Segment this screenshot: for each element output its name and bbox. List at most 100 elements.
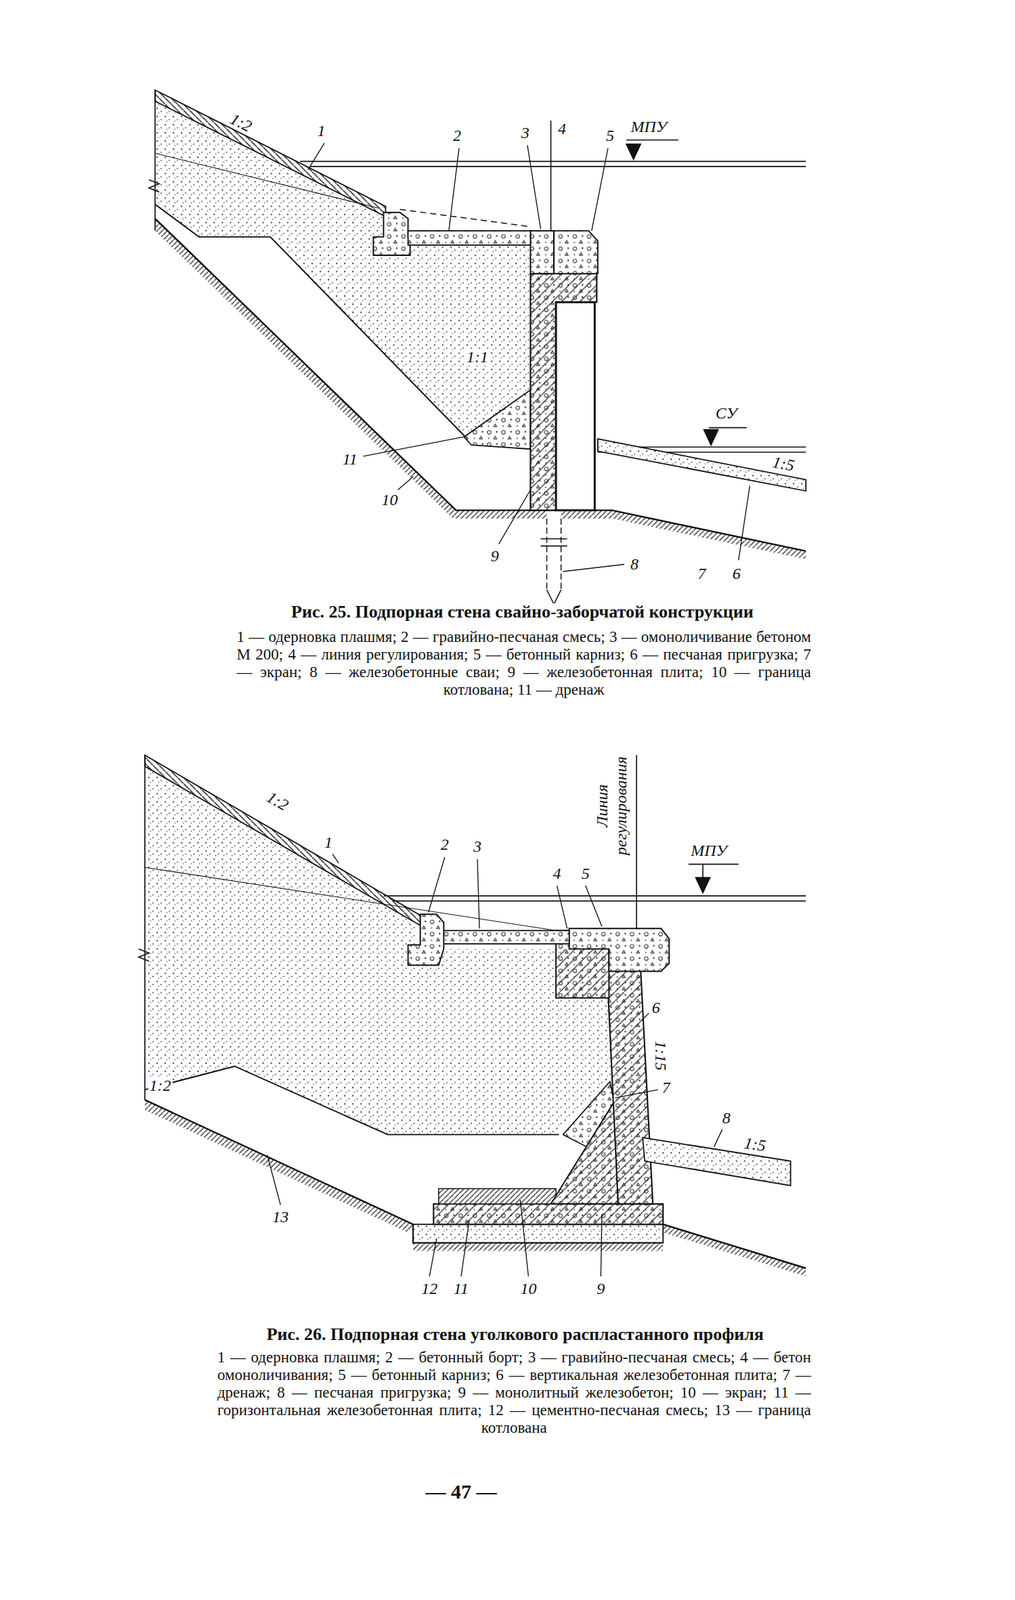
callout-label: 7	[660, 1079, 672, 1096]
monolith-concrete-hatch	[555, 948, 609, 998]
cornice	[553, 230, 598, 274]
dashed-line	[400, 209, 531, 227]
screen	[438, 1188, 556, 1204]
legend-entry: 8 — железобетонные сваи;	[309, 663, 500, 681]
monolithic-rc	[551, 1101, 619, 1204]
callout-label: 9	[595, 1280, 607, 1297]
leader-lines	[308, 142, 750, 572]
water-level	[299, 161, 806, 167]
callout-label: 11	[452, 1280, 470, 1297]
pile-face	[555, 301, 595, 510]
callout-label: 8	[629, 555, 640, 573]
horizontal-plate	[433, 1203, 663, 1225]
cement-sand	[413, 1224, 663, 1243]
callout-label: 4	[551, 865, 563, 882]
callout-label: 1:5	[769, 453, 797, 474]
legend-entry: 2 — гравийно-песчаная смесь;	[400, 628, 606, 646]
callout-label: 1:1	[465, 348, 490, 365]
seepage-line	[144, 867, 556, 931]
sand-load	[642, 1137, 791, 1186]
left-edge	[138, 754, 149, 1100]
drain	[463, 390, 531, 449]
legend-entry: 3 — гравийно-песчаная смесь;	[528, 1348, 736, 1366]
callout-label: 1:5	[741, 1134, 768, 1155]
legend-entry: 5 — бетонный карниз;	[473, 645, 625, 663]
monolithic-rc-hatch	[551, 1101, 619, 1204]
legend-entry: 1 — одерновка плашмя;	[236, 628, 397, 646]
left-edge	[148, 90, 160, 231]
border-block	[373, 212, 410, 256]
sand-load	[597, 438, 806, 491]
cornice	[569, 928, 670, 971]
backfill-sand	[144, 767, 613, 1135]
pile-outline	[547, 518, 562, 590]
callout-label: 5	[580, 865, 592, 882]
callout-label: 6	[731, 565, 743, 582]
legend-entry: 2 — бетонный борт;	[385, 1348, 523, 1366]
regulation-line	[550, 120, 552, 231]
regulation-line-label: Линия регулирования	[593, 751, 631, 860]
callout-label: 3	[520, 124, 531, 141]
horizontal-plate-hatch	[433, 1203, 663, 1225]
callout-label: 7	[696, 565, 707, 582]
legend-entry: 8 — песчаная пригрузка;	[276, 1384, 451, 1401]
vertical-plate-hatch	[606, 969, 653, 1205]
legend-entry: 9 — железобетонная плита;	[507, 663, 703, 681]
level-mark	[704, 427, 747, 446]
water-level	[383, 895, 806, 902]
callout-label: 1:15	[652, 1039, 669, 1072]
legend-entry: 6 — песчаная пригрузка;	[629, 645, 799, 663]
figure-legend: 1 — одерновка плашмя; 2 — бетонный борт;…	[217, 1348, 812, 1437]
callout-label: 11	[341, 450, 359, 468]
callout-label: 9	[489, 547, 501, 565]
callout-label: 2	[439, 836, 451, 853]
border-block	[408, 914, 445, 965]
gravel-layer	[441, 930, 569, 944]
gravel-layer	[408, 230, 531, 246]
callout-label: МПУ	[689, 842, 728, 859]
callout-label: 13	[270, 1208, 290, 1225]
turf-layer	[155, 90, 386, 217]
vertical-plate	[606, 969, 653, 1205]
callout-label: 8	[721, 1109, 732, 1127]
figure-caption: Рис. 26. Подпорная стена уголкового расп…	[266, 1325, 764, 1344]
callout-label: 1	[316, 122, 328, 139]
callout-label: МПУ	[629, 118, 668, 135]
callout-label: 1:2	[148, 1077, 173, 1094]
callout-label: 1	[322, 834, 334, 851]
legend-entry: 4 — линия регулирования;	[287, 645, 468, 663]
callout-label: 1:2	[262, 787, 292, 814]
ground-hatch	[413, 1242, 663, 1251]
callout-label: 10	[518, 1280, 538, 1297]
rc-plate-hatch	[530, 273, 597, 511]
legend-entry: 11 — дренаж	[517, 681, 604, 699]
figure-legend: 1 — одерновка плашмя; 2 — гравийно-песча…	[236, 628, 812, 699]
regulation-line	[635, 754, 638, 929]
ground-hatch	[155, 218, 806, 560]
legend-entry: 1 — одерновка плашмя;	[217, 1348, 380, 1366]
pit-boundary	[155, 218, 806, 552]
callout-label: 6	[650, 999, 662, 1016]
leader-lines	[267, 853, 723, 1277]
fill-boundary	[144, 1066, 560, 1135]
callout-label: 4	[556, 120, 568, 137]
ground-hatch	[144, 1099, 414, 1233]
callout-label: СУ	[714, 404, 739, 422]
legend-entry: 10 — экран;	[680, 1384, 768, 1401]
level-mark	[626, 140, 679, 160]
monolith-concrete	[530, 230, 554, 274]
legend-entry: 6 — вертикальная железобетонная плита;	[495, 1366, 778, 1384]
page-number: — 47 —	[425, 1481, 497, 1502]
turf-layer	[144, 754, 421, 926]
pile	[547, 511, 562, 590]
legend-entry: 12 — цементно-песчаная смесь;	[488, 1401, 709, 1419]
figure-caption: Рис. 25. Подпорная стена свайно-заборчат…	[291, 603, 754, 621]
legend-entry: 9 — монолитный железобетон;	[458, 1384, 674, 1401]
callout-label: 5	[604, 127, 616, 144]
rc-plate	[530, 273, 597, 511]
callout-label: 3	[471, 838, 483, 855]
callout-label: 12	[419, 1280, 439, 1297]
ground-hatch	[662, 1224, 806, 1277]
pit-boundary	[144, 1099, 806, 1269]
